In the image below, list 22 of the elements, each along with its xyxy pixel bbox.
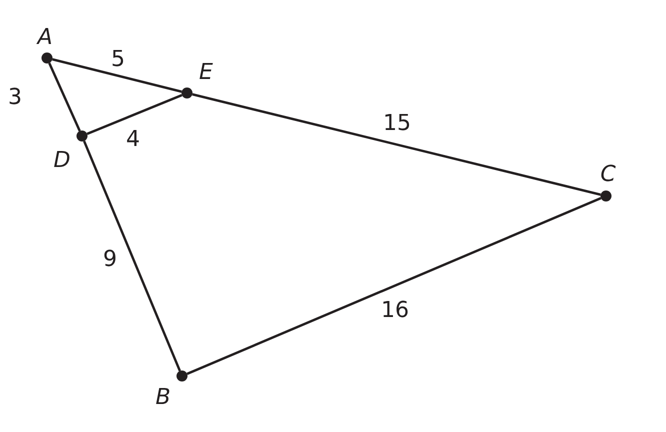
length-label: 15 xyxy=(383,113,411,135)
point-label: A xyxy=(37,27,53,49)
length-label: 4 xyxy=(126,129,140,151)
point-label: C xyxy=(600,164,616,186)
line-segment xyxy=(83,140,181,372)
line-segment xyxy=(86,94,182,136)
point-dot xyxy=(76,130,88,142)
line-segment xyxy=(48,62,81,132)
line-segment xyxy=(186,197,602,375)
length-label: 3 xyxy=(8,87,22,109)
length-label: 5 xyxy=(111,49,125,71)
point-dot xyxy=(600,190,612,202)
line-segment xyxy=(192,93,601,196)
length-label: 16 xyxy=(381,300,409,322)
point-label: D xyxy=(54,150,70,172)
point-dot xyxy=(176,370,188,382)
point-dot xyxy=(42,52,52,64)
point-dot xyxy=(182,88,192,98)
point-label: B xyxy=(155,387,171,409)
length-label: 9 xyxy=(103,249,117,271)
line-segment xyxy=(52,58,182,93)
point-label: E xyxy=(199,62,213,84)
